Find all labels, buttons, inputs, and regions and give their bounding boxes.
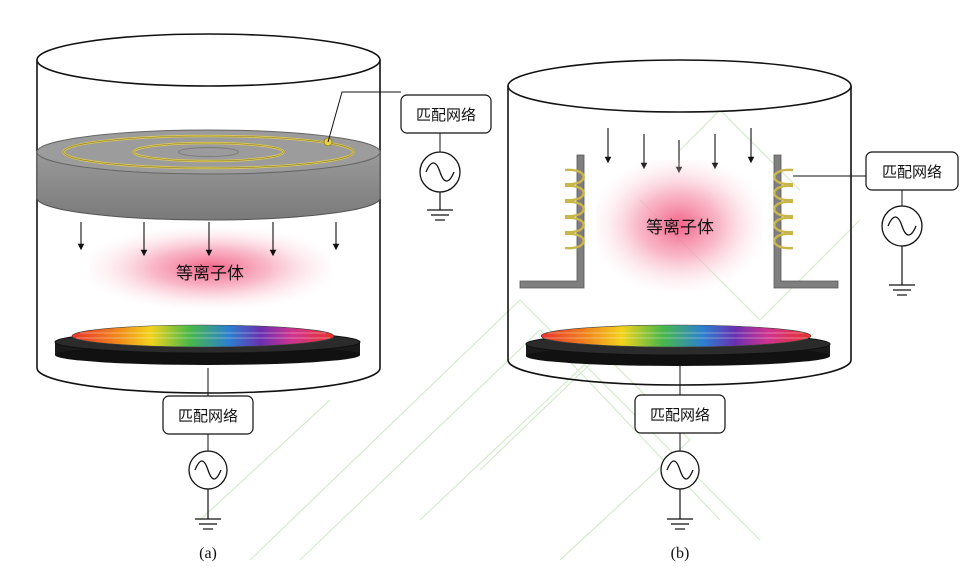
panel-a: 匹配网络 等离子体	[36, 33, 492, 562]
caption-a: (a)	[199, 545, 217, 562]
wafer-a	[71, 324, 335, 348]
matching-network-label: 匹配网络	[882, 163, 942, 181]
rf-source-icon	[660, 450, 700, 490]
plasma-label: 等离子体	[176, 264, 244, 284]
rf-source-icon	[419, 151, 461, 193]
plasma-a	[90, 228, 330, 308]
wafer-chuck-b	[525, 324, 831, 366]
right-coil-wall-b	[773, 154, 839, 289]
wafer-chuck-a	[54, 324, 361, 365]
ground-icon	[195, 489, 221, 530]
rf-source-icon	[188, 450, 228, 490]
ion-arrows-a	[77, 222, 340, 257]
panel-b: 等离子体 匹配网络	[507, 59, 959, 562]
matching-network-label: 匹配网络	[416, 106, 476, 124]
left-coil-wall-b	[519, 154, 585, 289]
rf-source-icon	[881, 205, 923, 247]
top-electrode-a	[36, 129, 381, 221]
ground-icon	[667, 489, 693, 530]
plasma-label: 等离子体	[646, 218, 714, 238]
matching-network-box-side-b	[865, 151, 959, 191]
ground-icon	[427, 192, 453, 221]
ground-icon	[889, 246, 915, 296]
caption-b: (b)	[671, 545, 690, 562]
matching-network-label: 匹配网络	[178, 407, 238, 425]
wafer-b	[540, 324, 812, 348]
plasma-b	[596, 160, 762, 290]
matching-network-label: 匹配网络	[650, 406, 710, 424]
matching-network-box-top-a	[400, 94, 492, 134]
